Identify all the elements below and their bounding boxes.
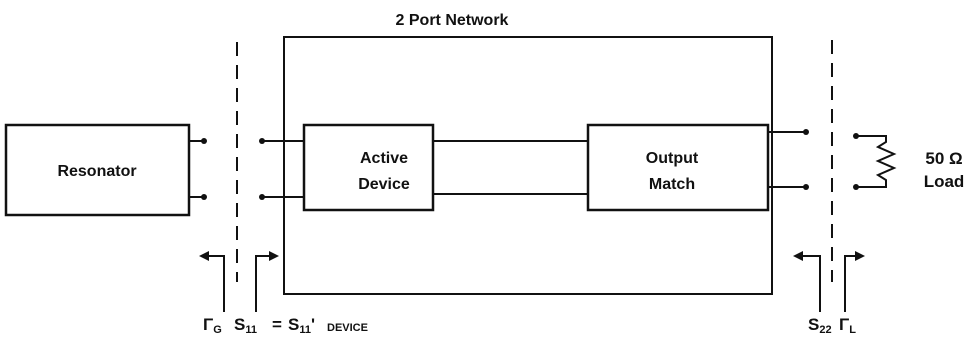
resonator-label: Resonator (57, 163, 136, 180)
equals-sign: = (272, 315, 282, 334)
two-port-network-box (283, 36, 773, 295)
output-match-label-line2: Match (649, 176, 695, 193)
gamma-l-arrow (844, 251, 865, 312)
s11-label: S11 (234, 315, 257, 336)
gamma-g-label: ΓG (203, 315, 222, 336)
gamma-g-symbol: Γ (203, 315, 213, 334)
prime-mark: ' (311, 315, 315, 334)
s11-arrow (255, 251, 279, 312)
s11-prime-subscript: 11 (299, 324, 311, 336)
gamma-l-symbol: Γ (839, 315, 849, 334)
s11-subscript: 11 (245, 324, 257, 336)
gamma-g-arrow (199, 251, 225, 312)
active-device-block: Active Device (302, 123, 435, 212)
load-resistor (853, 133, 897, 190)
resonator-terminal-top (201, 138, 207, 144)
s11-symbol: S (234, 315, 245, 334)
output-terminal-bottom (803, 184, 809, 190)
resonator-terminal-bottom (201, 194, 207, 200)
s11-prime-symbol: S (288, 315, 299, 334)
s22-subscript: 22 (819, 324, 831, 336)
s22-symbol: S (808, 315, 819, 334)
s22-label: S22 (808, 315, 832, 336)
resistor-icon (856, 135, 897, 188)
gamma-l-subscript: L (849, 324, 856, 336)
s11-device-label: S11' (288, 315, 315, 336)
resonator-block: Resonator (4, 123, 191, 217)
output-terminal-top (803, 129, 809, 135)
diagram-title: 2 Port Network (396, 12, 509, 29)
active-device-label-line1: Active (360, 150, 408, 167)
s22-arrow (793, 251, 821, 312)
load-value-label: 50 Ω (925, 149, 962, 168)
device-subscript: DEVICE (327, 322, 368, 334)
gamma-l-label: ΓL (839, 315, 856, 336)
load-label: Load (924, 172, 965, 191)
output-match-block: Output Match (586, 123, 770, 212)
output-match-label-line1: Output (646, 150, 699, 167)
active-device-label-line2: Device (358, 176, 410, 193)
gamma-g-subscript: G (213, 324, 222, 336)
